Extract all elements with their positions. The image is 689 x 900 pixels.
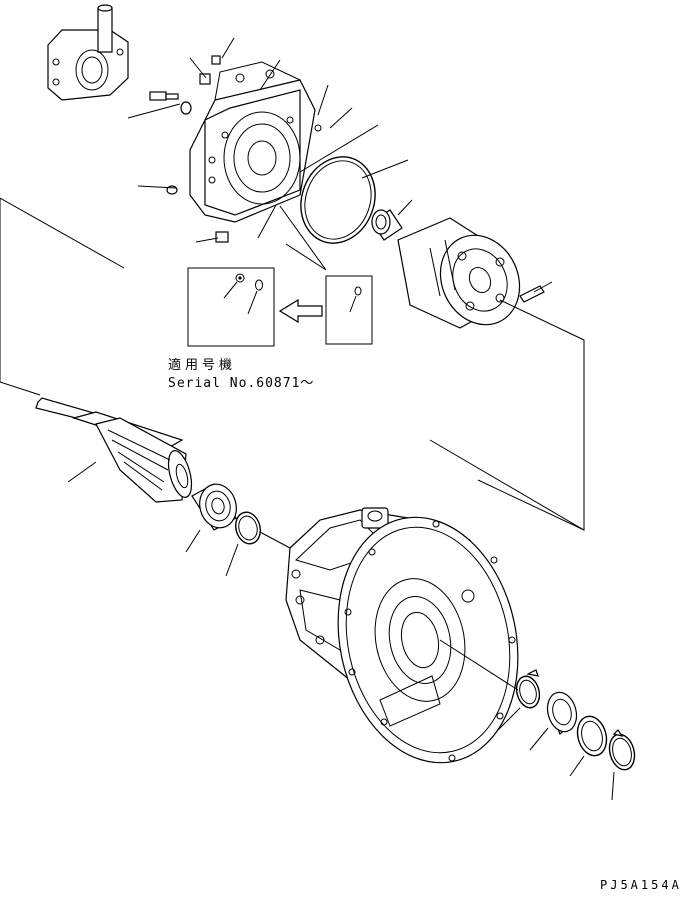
o-ring-part	[300, 156, 409, 244]
snap-ring-right-part	[497, 669, 541, 731]
assembly-guide-lines	[0, 197, 585, 531]
snap-ring-left-part	[225, 511, 291, 577]
cover-leader-lines	[127, 37, 379, 243]
flange-elbow-part	[47, 4, 129, 101]
washer-part	[569, 715, 608, 777]
drive-shaft-part	[35, 397, 193, 503]
applicable-note-title: 適用号機	[168, 358, 237, 373]
bearing-part	[185, 483, 237, 553]
cylinder-block-part	[397, 217, 521, 329]
serial-inset-boxes	[187, 267, 373, 347]
drawing-code: PJ5A154A	[600, 878, 682, 892]
oil-seal-part	[529, 691, 578, 751]
pump-flange-part	[337, 516, 519, 764]
applicable-serial-number: Serial No.60871～	[168, 376, 315, 391]
pin-part	[519, 281, 553, 303]
circlip-part	[608, 729, 636, 801]
bushing-part	[371, 199, 413, 241]
pump-end-cover-part	[189, 61, 316, 223]
